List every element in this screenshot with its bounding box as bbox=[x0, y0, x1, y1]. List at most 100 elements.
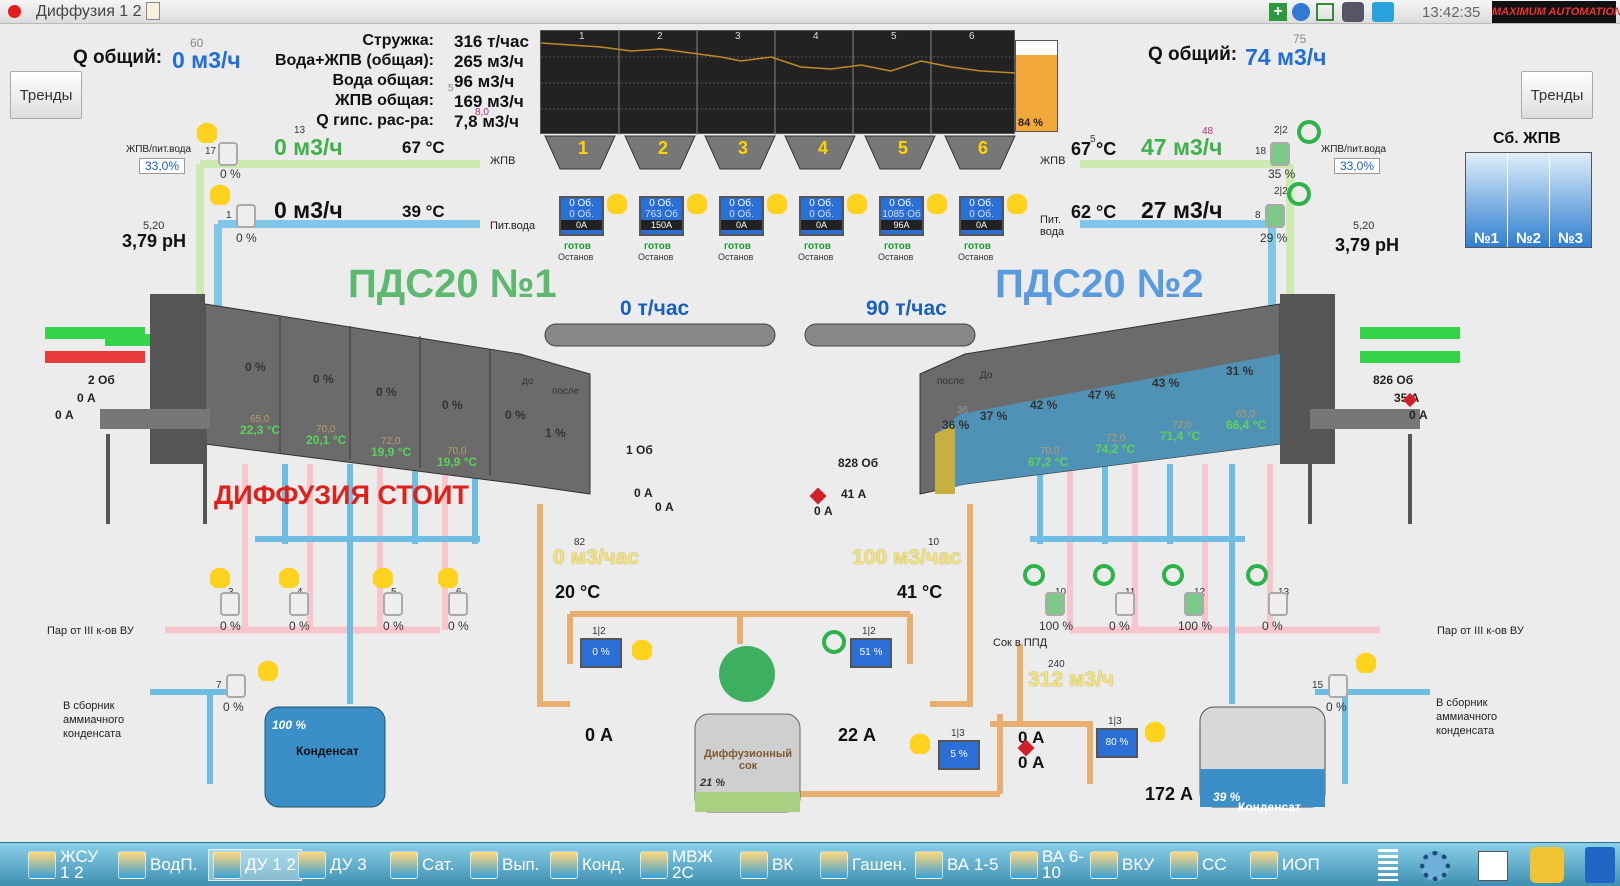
taskbar-item-3[interactable]: ДУ 1 2 bbox=[208, 849, 302, 881]
right-zone-sp-4[interactable]: 65,0 bbox=[1236, 409, 1256, 420]
stats-water-sp[interactable]: 5 bbox=[448, 83, 454, 94]
clipboard-icon[interactable] bbox=[146, 2, 160, 20]
taskbar-item-1[interactable]: ЖСУ 1 2 bbox=[28, 848, 112, 881]
right-steam-valve-11[interactable] bbox=[1115, 592, 1135, 616]
hand-icon[interactable] bbox=[910, 730, 930, 754]
hopper-1-hand-icon[interactable] bbox=[607, 190, 627, 214]
right-trends-button[interactable]: Тренды bbox=[1521, 71, 1593, 119]
close-dot-icon[interactable] bbox=[8, 5, 21, 18]
right-pump-screen[interactable]: 51 % bbox=[850, 638, 892, 668]
left-juice-sp[interactable]: 82 bbox=[574, 537, 586, 548]
right-zone-sp-2[interactable]: 72,0 bbox=[1106, 433, 1126, 444]
right-steam-valve-12[interactable] bbox=[1184, 592, 1204, 616]
taskbar-item-14[interactable]: СС bbox=[1170, 849, 1254, 881]
taskbar-item-6[interactable]: Вып. bbox=[470, 849, 554, 881]
zhpv-tank-cell-3[interactable]: №3 bbox=[1550, 153, 1591, 247]
settings-gear-icon[interactable] bbox=[1420, 851, 1450, 881]
right-temp-zhpv-sp[interactable]: 5 bbox=[1090, 134, 1096, 145]
network-icon[interactable] bbox=[1316, 3, 1334, 21]
chat-icon[interactable] bbox=[1292, 3, 1310, 21]
user-icon[interactable] bbox=[1342, 2, 1364, 22]
right-flow-zhpv-sp[interactable]: 48 bbox=[1202, 126, 1214, 137]
left-pump-screen[interactable]: 0 % bbox=[580, 638, 622, 668]
right-steam-valve-13-auto-icon[interactable] bbox=[1246, 564, 1268, 586]
left-steam-valve-5[interactable] bbox=[383, 592, 403, 616]
right-steam-valve-13[interactable] bbox=[1268, 592, 1288, 616]
left-trends-button[interactable]: Тренды bbox=[10, 71, 82, 119]
trend-panel[interactable]: 1 2 3 4 5 6 bbox=[540, 30, 1016, 135]
right-steam-valve-12-auto-icon[interactable] bbox=[1162, 564, 1184, 586]
taskbar-item-13[interactable]: ВКУ bbox=[1090, 849, 1174, 881]
taskbar-item-15[interactable]: ИОП bbox=[1250, 849, 1334, 881]
left-steam-valve-4-hand-icon[interactable] bbox=[279, 564, 299, 588]
left-steam-valve-3[interactable] bbox=[220, 592, 240, 616]
zhpv-tank-cell-2[interactable]: №2 bbox=[1508, 153, 1550, 247]
hopper-2-screen[interactable]: 0 Об. 763 Об 150А bbox=[639, 196, 684, 236]
left-q-total-setpoint[interactable]: 60 bbox=[190, 36, 204, 50]
right-valve-15[interactable] bbox=[1328, 674, 1348, 698]
hopper-6-screen[interactable]: 0 Об. 0 Об. 0А bbox=[959, 196, 1004, 236]
hopper-3-screen[interactable]: 0 Об. 0 Об. 0А bbox=[719, 196, 764, 236]
hopper-6-hand-icon[interactable] bbox=[1007, 190, 1027, 214]
chart-icon[interactable] bbox=[1478, 851, 1508, 881]
taskbar-item-8[interactable]: МВЖ 2С bbox=[640, 848, 724, 881]
right-zhpv-ratio-input[interactable]: 33,0% bbox=[1334, 158, 1380, 174]
stats-gyps-sp[interactable]: 8,0 bbox=[475, 107, 489, 118]
hand-icon[interactable] bbox=[258, 657, 278, 681]
taskbar-item-4[interactable]: ДУ 3 bbox=[298, 849, 382, 881]
right-ph-sp[interactable]: 5,20 bbox=[1353, 220, 1375, 232]
left-valve-1[interactable] bbox=[236, 204, 256, 228]
plus-icon[interactable]: + bbox=[1269, 3, 1287, 21]
right-juice-sp[interactable]: 10 bbox=[928, 537, 940, 548]
auto-cycle-icon[interactable] bbox=[1287, 182, 1311, 206]
hand-icon[interactable] bbox=[632, 636, 652, 660]
engineer-icon[interactable] bbox=[1530, 847, 1564, 883]
hopper-5-hand-icon[interactable] bbox=[927, 190, 947, 214]
right-q-total-setpoint[interactable]: 75 bbox=[1293, 32, 1307, 46]
zhpv-tank-cell-1[interactable]: №1 bbox=[1466, 153, 1508, 247]
taskbar-item-5[interactable]: Сат. bbox=[390, 849, 474, 881]
hopper-4-screen[interactable]: 0 Об. 0 Об. 0А bbox=[799, 196, 844, 236]
right-valve-8[interactable] bbox=[1265, 204, 1285, 228]
left-steam-valve-5-hand-icon[interactable] bbox=[373, 564, 393, 588]
hopper-2-hand-icon[interactable] bbox=[687, 190, 707, 214]
hand-icon[interactable] bbox=[197, 119, 217, 143]
right-section-sp[interactable]: 36 bbox=[957, 405, 969, 416]
left-steam-valve-3-hand-icon[interactable] bbox=[210, 564, 230, 588]
hopper-5-screen[interactable]: 0 Об. 1085 Об 96А bbox=[879, 196, 924, 236]
left-steam-valve-6[interactable] bbox=[448, 592, 468, 616]
pump3a-screen[interactable]: 5 % bbox=[938, 740, 980, 770]
taskbar-item-11[interactable]: ВА 1-5 bbox=[915, 849, 999, 881]
taskbar-item-10[interactable]: Гашен. bbox=[820, 849, 907, 881]
menu-lines-icon[interactable] bbox=[1378, 849, 1398, 881]
left-zone-sp-2[interactable]: 70,0 bbox=[316, 424, 336, 435]
taskbar-item-2[interactable]: ВодП. bbox=[118, 849, 202, 881]
telegram-icon[interactable] bbox=[1372, 2, 1394, 22]
pump3b-screen[interactable]: 80 % bbox=[1096, 728, 1138, 758]
right-steam-valve-10-auto-icon[interactable] bbox=[1023, 564, 1045, 586]
right-steam-valve-11-auto-icon[interactable] bbox=[1093, 564, 1115, 586]
left-ph-sp[interactable]: 5,20 bbox=[143, 220, 165, 232]
right-steam-valve-10[interactable] bbox=[1045, 592, 1065, 616]
taskbar-item-7[interactable]: Конд. bbox=[550, 849, 634, 881]
right-zone-sp-3[interactable]: 72,0 bbox=[1172, 420, 1192, 431]
hopper-1-screen[interactable]: 0 Об. 0 Об. 0А bbox=[559, 196, 604, 236]
taskbar-item-12[interactable]: ВА 6-10 bbox=[1010, 848, 1094, 881]
hopper-3-hand-icon[interactable] bbox=[767, 190, 787, 214]
accessibility-icon[interactable] bbox=[1585, 847, 1615, 883]
left-valve-17[interactable] bbox=[218, 142, 238, 166]
auto-cycle-icon[interactable] bbox=[822, 630, 846, 654]
left-zhpv-ratio-input[interactable]: 33,0% bbox=[139, 158, 185, 174]
left-valve-7[interactable] bbox=[226, 674, 246, 698]
hand-icon[interactable] bbox=[210, 181, 230, 205]
left-zone-sp-1[interactable]: 65,0 bbox=[250, 414, 270, 425]
auto-cycle-icon[interactable] bbox=[1297, 120, 1321, 144]
hopper-4-hand-icon[interactable] bbox=[847, 190, 867, 214]
left-steam-valve-4[interactable] bbox=[289, 592, 309, 616]
left-flow-zhpv-sp[interactable]: 13 bbox=[294, 125, 306, 136]
left-steam-valve-6-hand-icon[interactable] bbox=[438, 564, 458, 588]
left-zone-sp-3[interactable]: 72,0 bbox=[381, 436, 401, 447]
taskbar-item-9[interactable]: ВК bbox=[740, 849, 824, 881]
hand-icon[interactable] bbox=[1356, 649, 1376, 673]
sok-flow-sp[interactable]: 240 bbox=[1048, 659, 1065, 670]
